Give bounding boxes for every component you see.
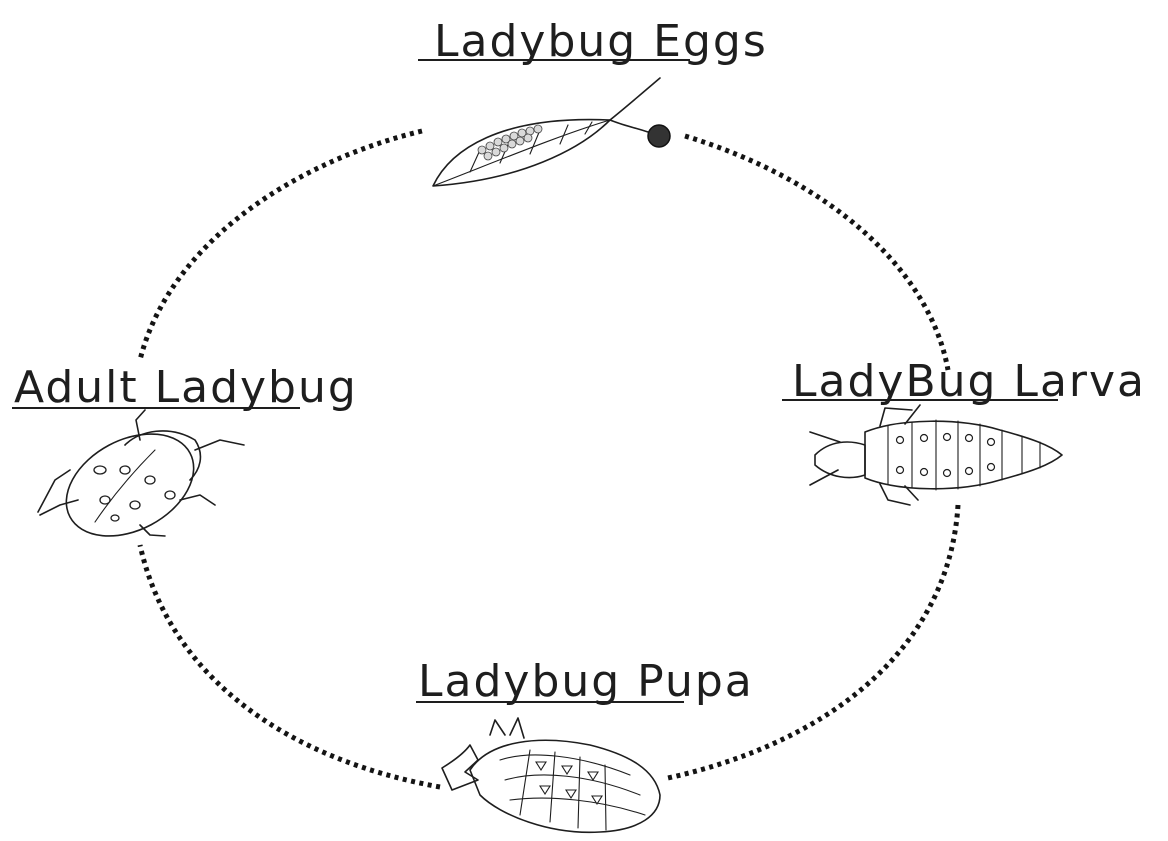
- arc-eggs-to-larva: [685, 136, 948, 370]
- arc-larva-to-pupa: [668, 505, 958, 778]
- pupa-label: Ladybug Pupa: [418, 656, 754, 707]
- leaf-with-eggs-icon: [433, 78, 670, 186]
- pupa-icon: [442, 718, 660, 832]
- adult-ladybug-icon: [38, 410, 244, 557]
- stage-pupa: Ladybug Pupa: [416, 656, 754, 832]
- arc-pupa-to-adult: [140, 545, 440, 787]
- stage-adult: Adult Ladybug: [12, 362, 358, 557]
- adult-label: Adult Ladybug: [14, 362, 358, 413]
- stage-larva: LadyBug Larva: [782, 356, 1146, 505]
- arc-adult-to-eggs: [140, 131, 422, 360]
- stage-eggs: Ladybug Eggs: [418, 16, 768, 186]
- larva-icon: [810, 405, 1062, 505]
